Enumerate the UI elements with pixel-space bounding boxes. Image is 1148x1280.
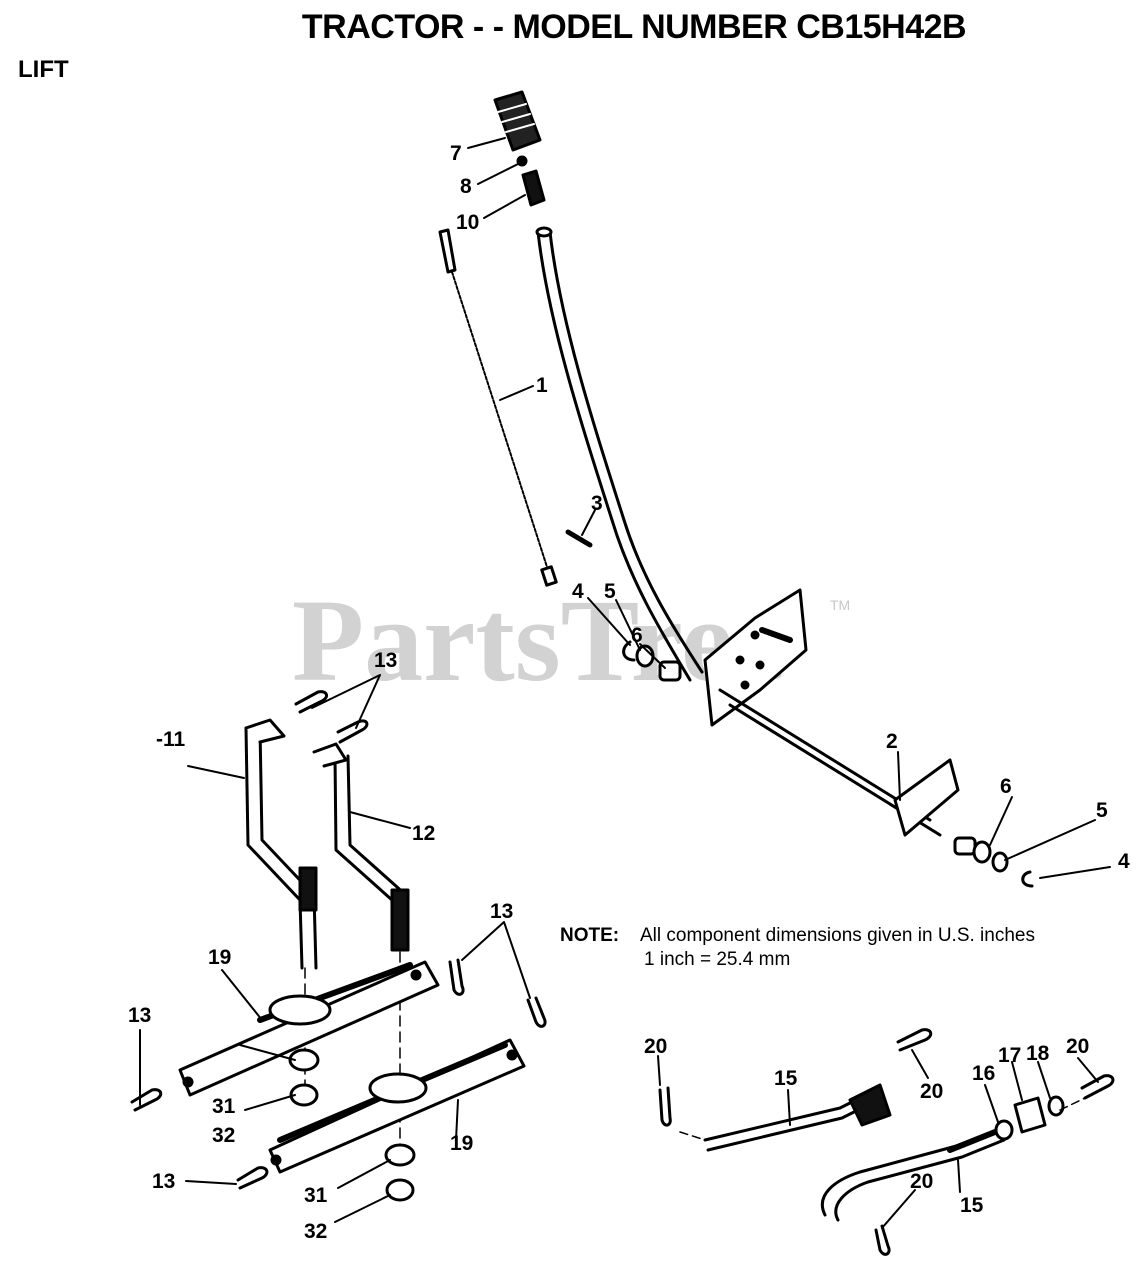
callout-32: 32: [212, 1124, 235, 1147]
part-cotter-20b: [896, 1028, 933, 1052]
watermark: PartsTree: [292, 575, 786, 706]
callout-19: 19: [208, 946, 231, 969]
callout-31: 31: [304, 1184, 328, 1207]
part-link-11: [244, 718, 318, 970]
guide-line: [679, 1097, 1086, 1141]
callout-13: 13: [128, 1004, 151, 1027]
note-label: NOTE:: [560, 925, 620, 946]
part-hairpin-13d: [526, 996, 547, 1028]
callout-6: 6: [631, 624, 643, 647]
part-rod: [438, 228, 558, 587]
part-hairpin-13f: [236, 1166, 269, 1190]
callout-2: 2: [886, 730, 898, 753]
callout-11: -11: [156, 728, 186, 751]
part-bushing-left: [658, 660, 682, 682]
part-hairpin-13b: [336, 719, 369, 744]
part-grip: [493, 90, 542, 152]
part-cotter-20a: [658, 1086, 672, 1127]
part-bushing-31a: [288, 1048, 320, 1072]
callout-19: 19: [450, 1132, 473, 1155]
part-clip-right: [1021, 870, 1034, 888]
note-line-1: All component dimensions given in U.S. i…: [640, 925, 1035, 946]
callout-13: 13: [374, 649, 397, 672]
leader-lines: [139, 137, 1111, 1229]
callout-12: 12: [412, 822, 435, 845]
callout-3: 3: [591, 492, 603, 515]
callout-6: 6: [1000, 775, 1012, 798]
part-arm-19-upper: [178, 960, 440, 1097]
part-bushing-31b: [384, 1143, 416, 1167]
watermark-tm: TM: [830, 597, 850, 613]
part-hairpin-13a: [294, 690, 328, 714]
callout-5: 5: [604, 580, 616, 603]
callout-4: 4: [1118, 850, 1130, 873]
diagram-title: TRACTOR - - MODEL NUMBER CB15H42B: [301, 8, 967, 46]
callout-20: 20: [644, 1035, 667, 1058]
callout-7: 7: [450, 142, 462, 165]
callout-1: 1: [536, 374, 548, 397]
part-lift-shaft: [703, 588, 960, 837]
callout-18: 18: [1026, 1042, 1050, 1065]
part-washer-18: [1047, 1095, 1065, 1117]
part-nut-32b: [385, 1178, 415, 1202]
callout-8: 8: [460, 175, 472, 198]
part-rod-15-upper: [703, 1083, 892, 1152]
part-pin: [565, 529, 593, 548]
part-cotter-20d: [874, 1224, 891, 1256]
section-label: LIFT: [18, 56, 69, 83]
callout-31: 31: [212, 1095, 236, 1118]
part-block-17: [1013, 1096, 1047, 1134]
part-ball: [516, 155, 528, 167]
part-spring: [521, 169, 546, 207]
callout-13: 13: [490, 900, 513, 923]
part-arm-19-lower: [268, 1038, 526, 1174]
callout-13: 13: [152, 1170, 175, 1193]
callout-4: 4: [572, 580, 584, 603]
part-washer-right-6: [972, 840, 992, 864]
callout-20: 20: [910, 1170, 933, 1193]
part-cotter-20c: [1080, 1074, 1115, 1100]
callout-15: 15: [960, 1194, 984, 1217]
callout-32: 32: [304, 1220, 327, 1243]
callout-16: 16: [972, 1062, 995, 1085]
callout-15: 15: [774, 1067, 798, 1090]
callout-10: 10: [456, 211, 479, 234]
part-nut-32a: [289, 1083, 319, 1107]
part-hairpin-13e: [130, 1088, 163, 1112]
note-line-2: 1 inch = 25.4 mm: [644, 949, 791, 970]
callout-5: 5: [1096, 799, 1108, 822]
dimensions-note: NOTE: All component dimensions given in U…: [560, 924, 1035, 972]
part-link-12: [312, 742, 410, 952]
part-rod-15-lower: [821, 1127, 1006, 1222]
part-washer-right-5: [991, 851, 1009, 873]
callout-20: 20: [1066, 1035, 1089, 1058]
part-washer-16: [994, 1119, 1014, 1141]
callout-20: 20: [920, 1080, 943, 1103]
part-bushing-right: [953, 836, 977, 856]
part-lift-handle: [535, 226, 704, 682]
part-hairpin-13c: [448, 958, 465, 996]
callout-17: 17: [998, 1044, 1021, 1067]
